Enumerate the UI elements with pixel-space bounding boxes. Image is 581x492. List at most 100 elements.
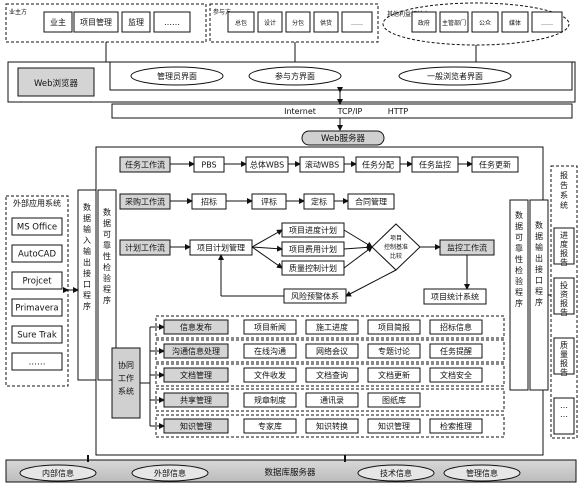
left-interface-column xyxy=(77,189,97,381)
interface-label-0: 管理员界面 xyxy=(157,71,197,81)
collab-item-0-1-label: 施工进度 xyxy=(316,322,348,332)
plan-item-0: 项目进度计划 xyxy=(281,222,345,238)
collab-system-label: 协同工作系统 xyxy=(118,360,134,396)
report-item-label-3: …… xyxy=(560,401,568,419)
database-item-2[interactable]: 技术信息 xyxy=(357,464,435,482)
report-item-3[interactable]: …… xyxy=(553,397,575,435)
interface-0[interactable]: 管理员界面 xyxy=(130,66,224,86)
database-item-3[interactable]: 管理信息 xyxy=(443,464,521,482)
task-workflow-label: 任务工作流 xyxy=(119,156,171,173)
collab-head-0-label: 信息发布 xyxy=(180,322,212,332)
collab-item-2-3: 文档安全 xyxy=(429,367,483,383)
procurement-workflow-label-label: 采购工作流 xyxy=(125,197,165,207)
collab-item-2-3-label: 文档安全 xyxy=(440,370,472,380)
plan-item-0-label: 项目进度计划 xyxy=(289,225,337,235)
collab-item-4-0: 专家库 xyxy=(243,418,297,434)
database-server-label: 数据库服务器 xyxy=(264,467,316,478)
collab-item-2-2: 文档更新 xyxy=(367,367,421,383)
procurement-step-0: 招标 xyxy=(191,193,227,210)
web-browser-label: Web浏览器 xyxy=(34,78,79,89)
database-item-1[interactable]: 外部信息 xyxy=(131,464,209,482)
report-item-0[interactable]: 进度报告 xyxy=(553,227,575,267)
other-stakeholder-item-2-label: 公众 xyxy=(479,20,491,27)
other-stakeholder-item-4: …… xyxy=(531,11,563,33)
database-item-label-0: 内部信息 xyxy=(42,468,74,478)
task-step-5: 任务更新 xyxy=(471,156,519,173)
interface-1[interactable]: 参与方界面 xyxy=(248,66,342,86)
collab-item-3-0: 规章制度 xyxy=(243,392,297,408)
collab-head-3-label: 共享管理 xyxy=(180,395,212,405)
collab-item-4-1: 知识转换 xyxy=(305,418,359,434)
database-item-label-3: 管理信息 xyxy=(466,468,498,478)
external-system-1-label: AutoCAD xyxy=(18,250,56,260)
other-stakeholder-item-0: 政府 xyxy=(411,11,437,33)
report-item-1[interactable]: 投资报告 xyxy=(553,277,575,317)
task-step-2-label: 滚动WBS xyxy=(305,160,339,170)
external-systems-title: 外部应用系统 xyxy=(13,198,61,208)
decision-line-2: 控制基准 xyxy=(384,243,408,251)
collab-item-4-2: 知识管理 xyxy=(367,418,421,434)
right-interface-text: 数据输出接口程序 xyxy=(535,220,543,307)
task-step-3: 任务分配 xyxy=(355,156,401,173)
external-system-4[interactable]: Sure Trak xyxy=(11,325,63,344)
other-side-label: 其他利益相关方 xyxy=(387,10,429,18)
task-step-5-label: 任务更新 xyxy=(479,160,511,170)
collab-item-3-2-label: 图纸库 xyxy=(382,395,406,405)
task-step-4-label: 任务监控 xyxy=(419,160,451,170)
owner-item-3-label: …… xyxy=(164,18,180,27)
collab-item-2-2-label: 文档更新 xyxy=(378,370,410,380)
external-system-5[interactable]: …… xyxy=(11,352,63,371)
procurement-step-1-label: 评标 xyxy=(261,197,277,207)
collab-item-4-0-label: 专家库 xyxy=(258,421,282,431)
interface-label-1: 参与方界面 xyxy=(275,71,315,81)
collab-item-4-3: 检索推理 xyxy=(429,418,483,434)
plan-item-1: 项目费用计划 xyxy=(281,241,345,257)
planning-workflow-label: 计划工作流 xyxy=(119,239,171,256)
plan-item-2: 质量控制计划 xyxy=(281,260,345,276)
external-system-3[interactable]: Primavera xyxy=(11,298,63,317)
collab-item-1-2-label: 专题讨论 xyxy=(378,346,410,356)
external-system-4-label: Sure Trak xyxy=(17,331,57,341)
collab-item-3-1: 通讯录 xyxy=(305,392,359,408)
report-item-2[interactable]: 质量报告 xyxy=(553,337,575,377)
web-browser-box xyxy=(17,67,95,97)
interface-label-2: 一般浏览者界面 xyxy=(427,71,483,81)
task-step-0-label: PBS xyxy=(201,161,216,170)
web-server-label: Web服务器 xyxy=(321,133,366,144)
task-step-0: PBS xyxy=(193,156,225,173)
database-item-label-2: 技术信息 xyxy=(380,468,412,478)
collab-item-1-2: 专题讨论 xyxy=(367,343,421,359)
owner-item-1: 项目管理 xyxy=(73,11,119,33)
external-system-0[interactable]: MS Office xyxy=(11,217,63,236)
task-step-4: 任务监控 xyxy=(411,156,459,173)
interface-2[interactable]: 一般浏览者界面 xyxy=(398,66,512,86)
collab-item-1-1: 网络会议 xyxy=(305,343,359,359)
decision-line-1: 项目 xyxy=(390,235,402,242)
left-interface-text: 数据输入输出接口程序 xyxy=(83,202,91,311)
participant-item-4: …… xyxy=(341,11,373,33)
collab-item-3-2: 图纸库 xyxy=(367,392,421,408)
external-system-2[interactable]: Projcet xyxy=(11,271,63,290)
collab-item-0-0: 项目新闻 xyxy=(243,319,297,335)
plan-item-2-label: 质量控制计划 xyxy=(289,263,337,273)
other-stakeholder-item-0-label: 政府 xyxy=(418,19,430,27)
participant-item-1-label: 设计 xyxy=(264,19,276,27)
collab-item-0-0-label: 项目新闻 xyxy=(254,322,286,332)
collab-item-1-0-label: 在线沟通 xyxy=(254,346,286,356)
project-statistics-system: 项目统计系统 xyxy=(423,288,487,305)
owner-item-2: 监理 xyxy=(121,11,151,33)
participant-item-1: 设计 xyxy=(257,11,283,33)
database-item-0[interactable]: 内部信息 xyxy=(19,464,97,482)
collab-item-3-0-label: 规章制度 xyxy=(254,395,286,405)
task-workflow-label-label: 任务工作流 xyxy=(125,160,165,170)
owner-item-2-label: 监理 xyxy=(128,17,144,27)
collab-head-1: 沟通信息处理 xyxy=(163,343,229,359)
participant-item-3: 供货 xyxy=(313,11,339,33)
collab-item-0-2: 项目简报 xyxy=(367,319,421,335)
collab-item-2-0: 文件收发 xyxy=(243,367,297,383)
other-stakeholder-item-4-label: …… xyxy=(541,20,553,27)
participant-group: 参与方 xyxy=(209,3,379,43)
procurement-step-1: 评标 xyxy=(251,193,287,210)
external-system-1[interactable]: AutoCAD xyxy=(11,244,63,263)
